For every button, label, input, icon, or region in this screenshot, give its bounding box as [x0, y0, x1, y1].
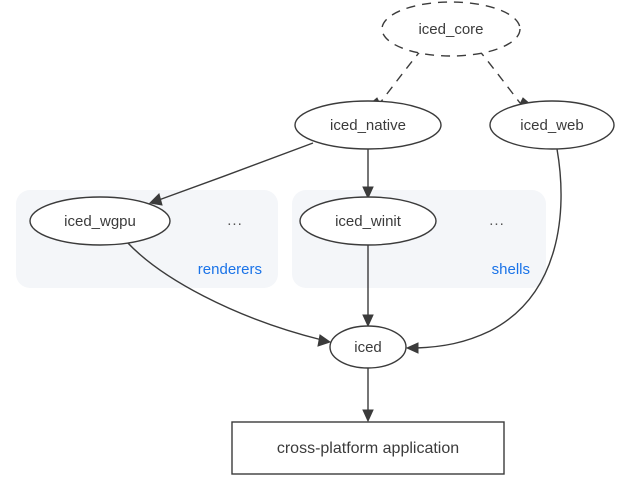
cluster-renderers-ellipsis: ... [227, 212, 243, 229]
edge-iced-native-to-iced-wgpu-line [155, 142, 314, 202]
node-iced[interactable]: iced [329, 325, 407, 369]
node-iced-web-label: iced_web [520, 117, 583, 134]
edge-iced-wgpu-to-iced [125, 240, 332, 347]
edge-iced-core-to-iced-web-line [477, 48, 521, 104]
node-iced-wgpu[interactable]: iced_wgpu [29, 196, 171, 246]
edge-iced-core-to-iced-web [477, 48, 531, 109]
edge-iced-native-to-iced-wgpu [148, 142, 314, 206]
node-cross-platform-application-shape[interactable] [231, 421, 505, 475]
node-iced-shape[interactable] [329, 325, 407, 369]
edge-iced-web-to-iced-line [415, 148, 562, 349]
edge-iced-native-to-iced-wgpu-arrowhead [148, 193, 163, 206]
edge-iced-native-to-iced-winit-arrowhead [362, 186, 374, 200]
node-iced-web-shape[interactable] [489, 100, 615, 150]
node-iced-native-shape[interactable] [294, 100, 442, 150]
edge-iced-core-to-iced-native [369, 48, 423, 109]
node-cross-platform-application-label: cross-platform application [277, 440, 459, 457]
edge-iced-web-to-iced [405, 148, 562, 354]
node-cross-platform-application[interactable]: cross-platform application [231, 421, 505, 475]
node-iced-core-label: iced_core [418, 21, 483, 38]
node-iced-winit[interactable]: iced_winit [299, 196, 437, 246]
cluster-shells-ellipsis: ... [489, 212, 505, 229]
node-iced-wgpu-shape[interactable] [29, 196, 171, 246]
node-iced-core-shape[interactable] [381, 1, 521, 57]
node-iced-web[interactable]: iced_web [489, 100, 615, 150]
node-iced-core[interactable]: iced_core [381, 1, 521, 57]
edge-iced-wgpu-to-iced-line [125, 240, 323, 341]
edge-iced-to-application-arrowhead [362, 409, 374, 423]
edge-iced-native-to-iced-winit [362, 149, 374, 200]
edge-iced-wgpu-to-iced-arrowhead [317, 334, 332, 347]
node-iced-winit-shape[interactable] [299, 196, 437, 246]
edge-iced-to-application [362, 368, 374, 423]
node-iced-label: iced [354, 339, 382, 356]
node-iced-wgpu-label: iced_wgpu [64, 213, 136, 230]
edge-iced-winit-to-iced-arrowhead [362, 314, 374, 328]
node-iced-native-label: iced_native [330, 117, 406, 134]
cluster-renderers-label: renderers [198, 261, 262, 278]
node-iced-winit-label: iced_winit [335, 213, 402, 230]
edge-iced-winit-to-iced [362, 245, 374, 328]
cluster-shells-label: shells [492, 261, 530, 278]
edge-iced-core-to-iced-native-line [379, 48, 423, 104]
node-iced-native[interactable]: iced_native [294, 100, 442, 150]
edge-iced-web-to-iced-arrowhead [405, 342, 419, 354]
